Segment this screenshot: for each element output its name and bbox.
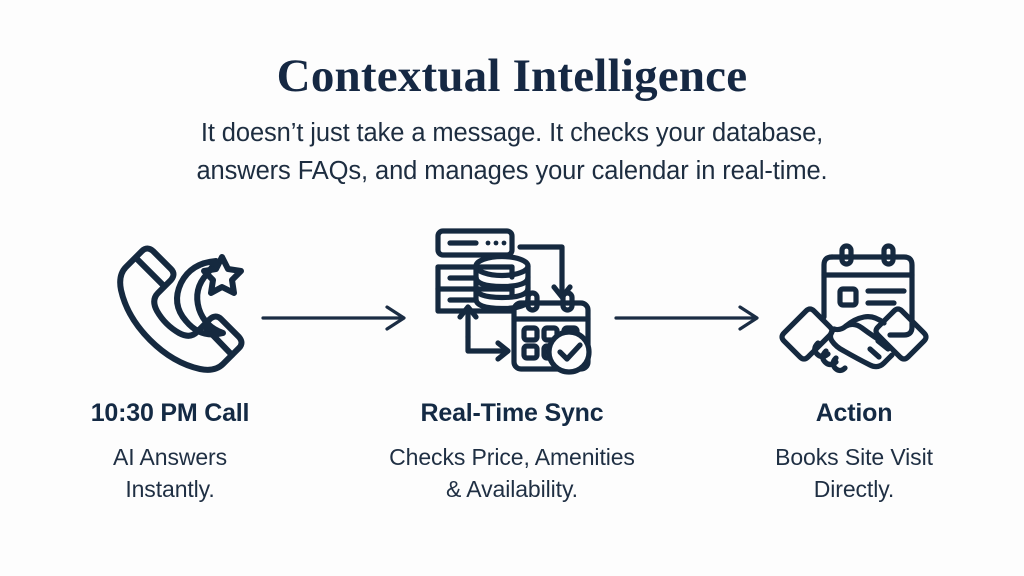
step-description: Checks Price, Amenities & Availability. — [362, 442, 662, 505]
page-title: Contextual Intelligence — [276, 50, 748, 102]
step-title: 10:30 PM Call — [90, 399, 250, 427]
step-real-time-sync: Real-Time Sync Checks Price, Amenities &… — [362, 222, 662, 505]
step-description-line-2: Instantly. — [125, 475, 215, 502]
arrow-right-icon — [261, 300, 411, 336]
step-description-line-2: & Availability. — [446, 475, 578, 502]
step-description-line-1: Checks Price, Amenities — [389, 444, 635, 470]
subtitle-line-2: answers FAQs, and manages your calendar … — [196, 157, 828, 186]
step-description: AI Answers Instantly. — [20, 442, 320, 505]
step-title: Action — [815, 399, 893, 427]
step-title: Real-Time Sync — [420, 399, 604, 427]
step-action: Action Books Site Visit Directly. — [704, 222, 1004, 505]
handshake-calendar-icon — [704, 222, 1004, 382]
step-description-line-1: Books Site Visit — [775, 444, 933, 470]
step-night-call: 10:30 PM Call AI Answers Instantly. — [20, 222, 320, 505]
arrow-right-icon — [614, 300, 764, 336]
subtitle-line-1: It doesn’t just take a message. It check… — [200, 119, 824, 148]
step-description-line-2: Directly. — [813, 475, 895, 502]
step-description: Books Site Visit Directly. — [704, 442, 1004, 505]
header: Contextual Intelligence It doesn’t just … — [0, 50, 1024, 191]
page-subtitle: It doesn’t just take a message. It check… — [132, 115, 892, 190]
phone-moon-star-icon — [20, 222, 320, 382]
step-description-line-1: AI Answers — [112, 444, 228, 470]
server-database-calendar-sync-icon — [362, 222, 662, 382]
steps-row: 10:30 PM Call AI Answers Instantly. — [0, 222, 1024, 532]
